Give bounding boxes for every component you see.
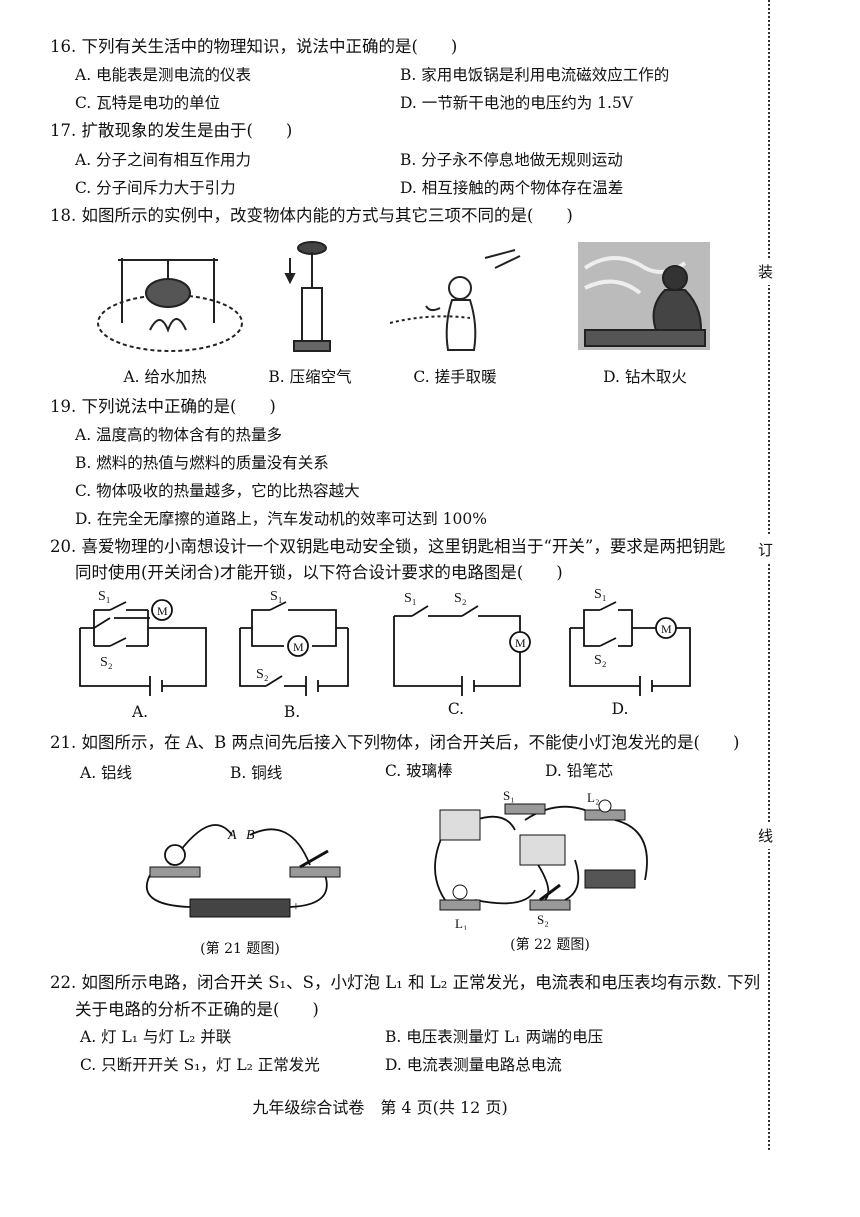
- q22-stem-line1: 22. 如图所示电路，闭合开关 S₁、S，小灯泡 L₁ 和 L₂ 正常发光，电流…: [50, 973, 761, 992]
- q16-option-a: A. 电能表是测电流的仪表: [75, 66, 252, 84]
- q22-option-b: B. 电压表测量灯 L₁ 两端的电压: [385, 1028, 604, 1046]
- binding-line: [768, 0, 770, 1150]
- q16-option-c: C. 瓦特是电功的单位: [75, 94, 221, 112]
- q20-d-s2-label: S₂: [594, 653, 607, 668]
- q16-option-d: D. 一节新干电池的电压约为 1.5V: [400, 94, 634, 112]
- lamp-l1-icon: [452, 884, 468, 900]
- q20-c-s2-label: S₂: [454, 591, 467, 606]
- switch-s1: [504, 803, 546, 815]
- binding-mark-xian: 线: [758, 822, 774, 849]
- voltmeter-icon: [439, 809, 481, 841]
- q18-stem: 18. 如图所示的实例中，改变物体内能的方式与其它三项不同的是( ): [50, 206, 573, 225]
- q20-caption-c: C.: [447, 700, 465, 718]
- q20-caption-b: B.: [283, 703, 301, 721]
- q20-a-s2-label: S₂: [100, 655, 113, 670]
- battery-icon: [189, 898, 291, 918]
- q21-option-c: C. 玻璃棒: [385, 762, 453, 780]
- q22-option-c: C. 只断开开关 S₁，灯 L₂ 正常发光: [80, 1056, 320, 1074]
- s1-label: S₁: [503, 790, 515, 803]
- battery-plus-label: +: [292, 900, 300, 915]
- q18-caption-c: C. 搓手取暖: [413, 368, 497, 386]
- q22-figure: S₁ L₂ L₁ S₂: [434, 790, 648, 930]
- ammeter-icon: [519, 834, 566, 866]
- battery-icon: [584, 869, 636, 889]
- q16-option-b: B. 家用电饭锅是利用电流磁效应工作的: [400, 66, 670, 84]
- switch-s2-lever: [539, 883, 561, 902]
- q17-option-a: A. 分子之间有相互作用力: [75, 151, 252, 169]
- lamp-l2-icon: [598, 799, 612, 813]
- rubbing-hands-picture: [389, 249, 521, 351]
- q20-b-s1-label: S₁: [270, 589, 283, 604]
- drilling-wood-fire-picture: [578, 242, 710, 350]
- q19-option-d: D. 在完全无摩擦的道路上，汽车发动机的效率可达到 100%: [75, 510, 487, 528]
- lamp-l1-base: [439, 899, 481, 911]
- q20-caption-d: D.: [611, 700, 629, 718]
- q18-caption-b: B. 压缩空气: [268, 368, 352, 386]
- binding-mark-ding: 订: [758, 536, 774, 563]
- q17-option-d: D. 相互接触的两个物体存在温差: [400, 179, 624, 197]
- q21-option-b: B. 铜线: [230, 764, 283, 782]
- binding-mark-zhuang: 装: [758, 258, 774, 285]
- q21-option-a: A. 铝线: [80, 764, 133, 782]
- q21-figure: A B − +: [145, 824, 341, 918]
- q20-a-motor-label: M: [157, 604, 168, 618]
- q21-figure-caption: (第 21 题图): [200, 941, 280, 957]
- q19-option-c: C. 物体吸收的热量越多，它的比热容越大: [75, 482, 360, 500]
- q18-caption-d: D. 钻木取火: [603, 368, 687, 386]
- s2-label: S₂: [537, 912, 549, 927]
- q16-stem: 16. 下列有关生活中的物理知识，说法中正确的是( ): [50, 37, 458, 56]
- q18-caption-a: A. 给水加热: [123, 368, 207, 386]
- bulb-icon: [164, 844, 186, 866]
- q20-d-s1-label: S₁: [594, 588, 607, 602]
- l1-label: L₁: [455, 916, 467, 930]
- q19-stem: 19. 下列说法中正确的是( ): [50, 397, 276, 416]
- q17-stem: 17. 扩散现象的发生是由于( ): [50, 121, 293, 140]
- kettle-fire-picture: [97, 258, 243, 352]
- switch-base: [289, 866, 341, 878]
- air-compression-picture: [284, 241, 331, 352]
- q20-c-s1-label: S₁: [404, 591, 417, 606]
- q20-stem-line1: 20. 喜爱物理的小南想设计一个双钥匙电动安全锁，这里钥匙相当于“开关”，要求是…: [50, 537, 726, 556]
- point-b-label: B: [246, 828, 255, 843]
- l2-label: L₂: [587, 790, 599, 805]
- q18-pictures: [97, 241, 710, 352]
- q20-b-s2-label: S₂: [256, 667, 269, 682]
- q20-d-motor-label: M: [661, 622, 672, 636]
- q21-stem: 21. 如图所示，在 A、B 两点间先后接入下列物体，闭合开关后，不能使小灯泡发…: [50, 733, 740, 752]
- switch-s2: [529, 899, 571, 911]
- q22-option-a: A. 灯 L₁ 与灯 L₂ 并联: [80, 1028, 232, 1046]
- q20-b-motor-label: M: [293, 640, 304, 654]
- q20-circuit-diagrams: S₁ S₂ M S₁ S₂ M S₁ S₂ M S₁ S₂ M: [79, 588, 691, 696]
- q21-option-d: D. 铅笔芯: [545, 762, 614, 780]
- switch-lever: [299, 849, 329, 869]
- q20-caption-a: A.: [131, 703, 149, 721]
- q20-c-motor-label: M: [515, 636, 526, 650]
- battery-minus-label: −: [180, 900, 188, 915]
- q17-option-b: B. 分子永不停息地做无规则运动: [400, 151, 623, 169]
- q22-option-d: D. 电流表测量电路总电流: [385, 1056, 562, 1074]
- q17-option-c: C. 分子间斥力大于引力: [75, 179, 236, 197]
- lamp-base: [149, 866, 201, 878]
- q20-stem-line2: 同时使用(开关闭合)才能开锁，以下符合设计要求的电路图是( ): [75, 563, 563, 582]
- page-footer: 九年级综合试卷 第 4 页(共 12 页): [252, 1098, 508, 1117]
- q19-option-b: B. 燃料的热值与燃料的质量没有关系: [75, 454, 329, 472]
- q22-figure-caption: (第 22 题图): [510, 937, 590, 953]
- q20-a-s1-label: S₁: [98, 589, 111, 604]
- q19-option-a: A. 温度高的物体含有的热量多: [75, 426, 283, 444]
- q22-stem-line2: 关于电路的分析不正确的是( ): [75, 1000, 319, 1019]
- point-a-label: A: [227, 828, 237, 843]
